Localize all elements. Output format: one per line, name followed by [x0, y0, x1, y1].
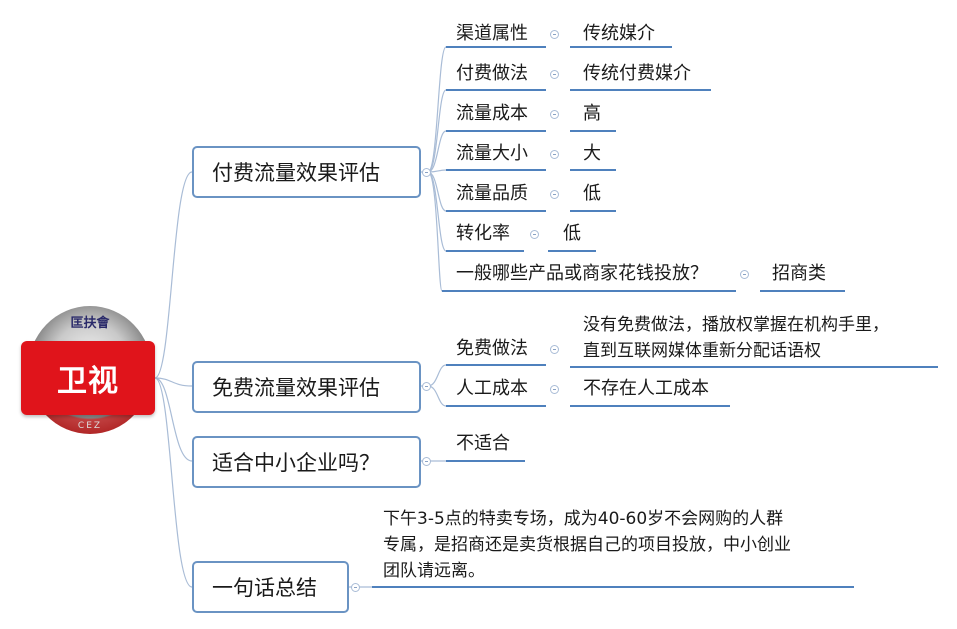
summary-line-2: 专属，是招商还是卖货根据自己的项目投放，中小创业: [383, 535, 791, 555]
sme-answer: 不适合: [456, 433, 510, 454]
attr-key-traffic-size: 流量大小: [456, 143, 528, 164]
node-paid-traffic[interactable]: 付费流量效果评估: [192, 146, 421, 198]
link-root-free: [154, 377, 193, 387]
attr-key-advertisers: 一般哪些产品或商家花钱投放？: [456, 263, 708, 284]
attr-value-traffic-size: 大: [583, 143, 601, 164]
collapse-toggle-icon[interactable]: [550, 150, 559, 159]
attr-key-traffic-cost: 流量成本: [456, 103, 528, 124]
attr-value-traffic-quality: 低: [583, 183, 601, 204]
attr-value-paid-method: 传统付费媒介: [583, 63, 691, 84]
node-free-traffic[interactable]: 免费流量效果评估: [192, 361, 421, 413]
link-root-summary: [154, 377, 193, 588]
attr-value-traffic-cost: 高: [583, 103, 601, 124]
attr-key-paid-method: 付费做法: [456, 63, 528, 84]
summary-line-3: 团队请远离。: [383, 561, 485, 581]
collapse-toggle-icon[interactable]: [422, 457, 431, 466]
summary-line-1: 下午3-5点的特卖专场，成为40-60岁不会网购的人群: [383, 509, 784, 529]
collapse-toggle-icon[interactable]: [351, 583, 360, 592]
collapse-toggle-icon[interactable]: [422, 382, 431, 391]
attr-key-conversion: 转化率: [456, 223, 510, 244]
node-free-traffic-label: 免费流量效果评估: [212, 376, 380, 400]
collapse-toggle-icon[interactable]: [550, 30, 559, 39]
node-paid-traffic-label: 付费流量效果评估: [212, 161, 380, 185]
collapse-toggle-icon[interactable]: [550, 110, 559, 119]
attr-key-free-method: 免费做法: [456, 338, 528, 359]
link-root-sme: [154, 377, 193, 462]
free-method-line-2: 直到互联网媒体重新分配话语权: [583, 341, 821, 361]
attr-key-traffic-quality: 流量品质: [456, 183, 528, 204]
summary-note: 下午3-5点的特卖专场，成为40-60岁不会网购的人群 专属，是招商还是卖货根据…: [383, 506, 791, 584]
attr-value-free-method: 没有免费做法，播放权掌握在机构手里， 直到互联网媒体重新分配话语权: [583, 312, 889, 364]
collapse-toggle-icon[interactable]: [550, 190, 559, 199]
collapse-toggle-icon[interactable]: [422, 168, 431, 177]
node-sme-fit-label: 适合中小企业吗？: [212, 451, 380, 475]
attr-value-labor-cost: 不存在人工成本: [583, 378, 709, 399]
free-method-line-1: 没有免费做法，播放权掌握在机构手里，: [583, 315, 889, 335]
link-root-paid: [154, 171, 193, 379]
collapse-toggle-icon[interactable]: [550, 385, 559, 394]
attr-key-channel: 渠道属性: [456, 23, 528, 44]
attr-value-advertisers: 招商类: [772, 263, 826, 284]
collapse-toggle-icon[interactable]: [530, 230, 539, 239]
node-summary[interactable]: 一句话总结: [192, 561, 349, 613]
collapse-toggle-icon[interactable]: [550, 345, 559, 354]
collapse-toggle-icon[interactable]: [740, 270, 749, 279]
node-sme-fit[interactable]: 适合中小企业吗？: [192, 436, 421, 488]
root-node[interactable]: 卫视: [21, 341, 155, 415]
collapse-toggle-icon[interactable]: [550, 70, 559, 79]
badge-top-text: 匡扶會: [70, 316, 110, 331]
attr-value-channel: 传统媒介: [583, 23, 655, 44]
node-summary-label: 一句话总结: [212, 576, 317, 600]
attr-key-labor-cost: 人工成本: [456, 378, 528, 399]
badge-bottom-text: CEZ: [77, 421, 103, 431]
attr-value-conversion: 低: [563, 223, 581, 244]
